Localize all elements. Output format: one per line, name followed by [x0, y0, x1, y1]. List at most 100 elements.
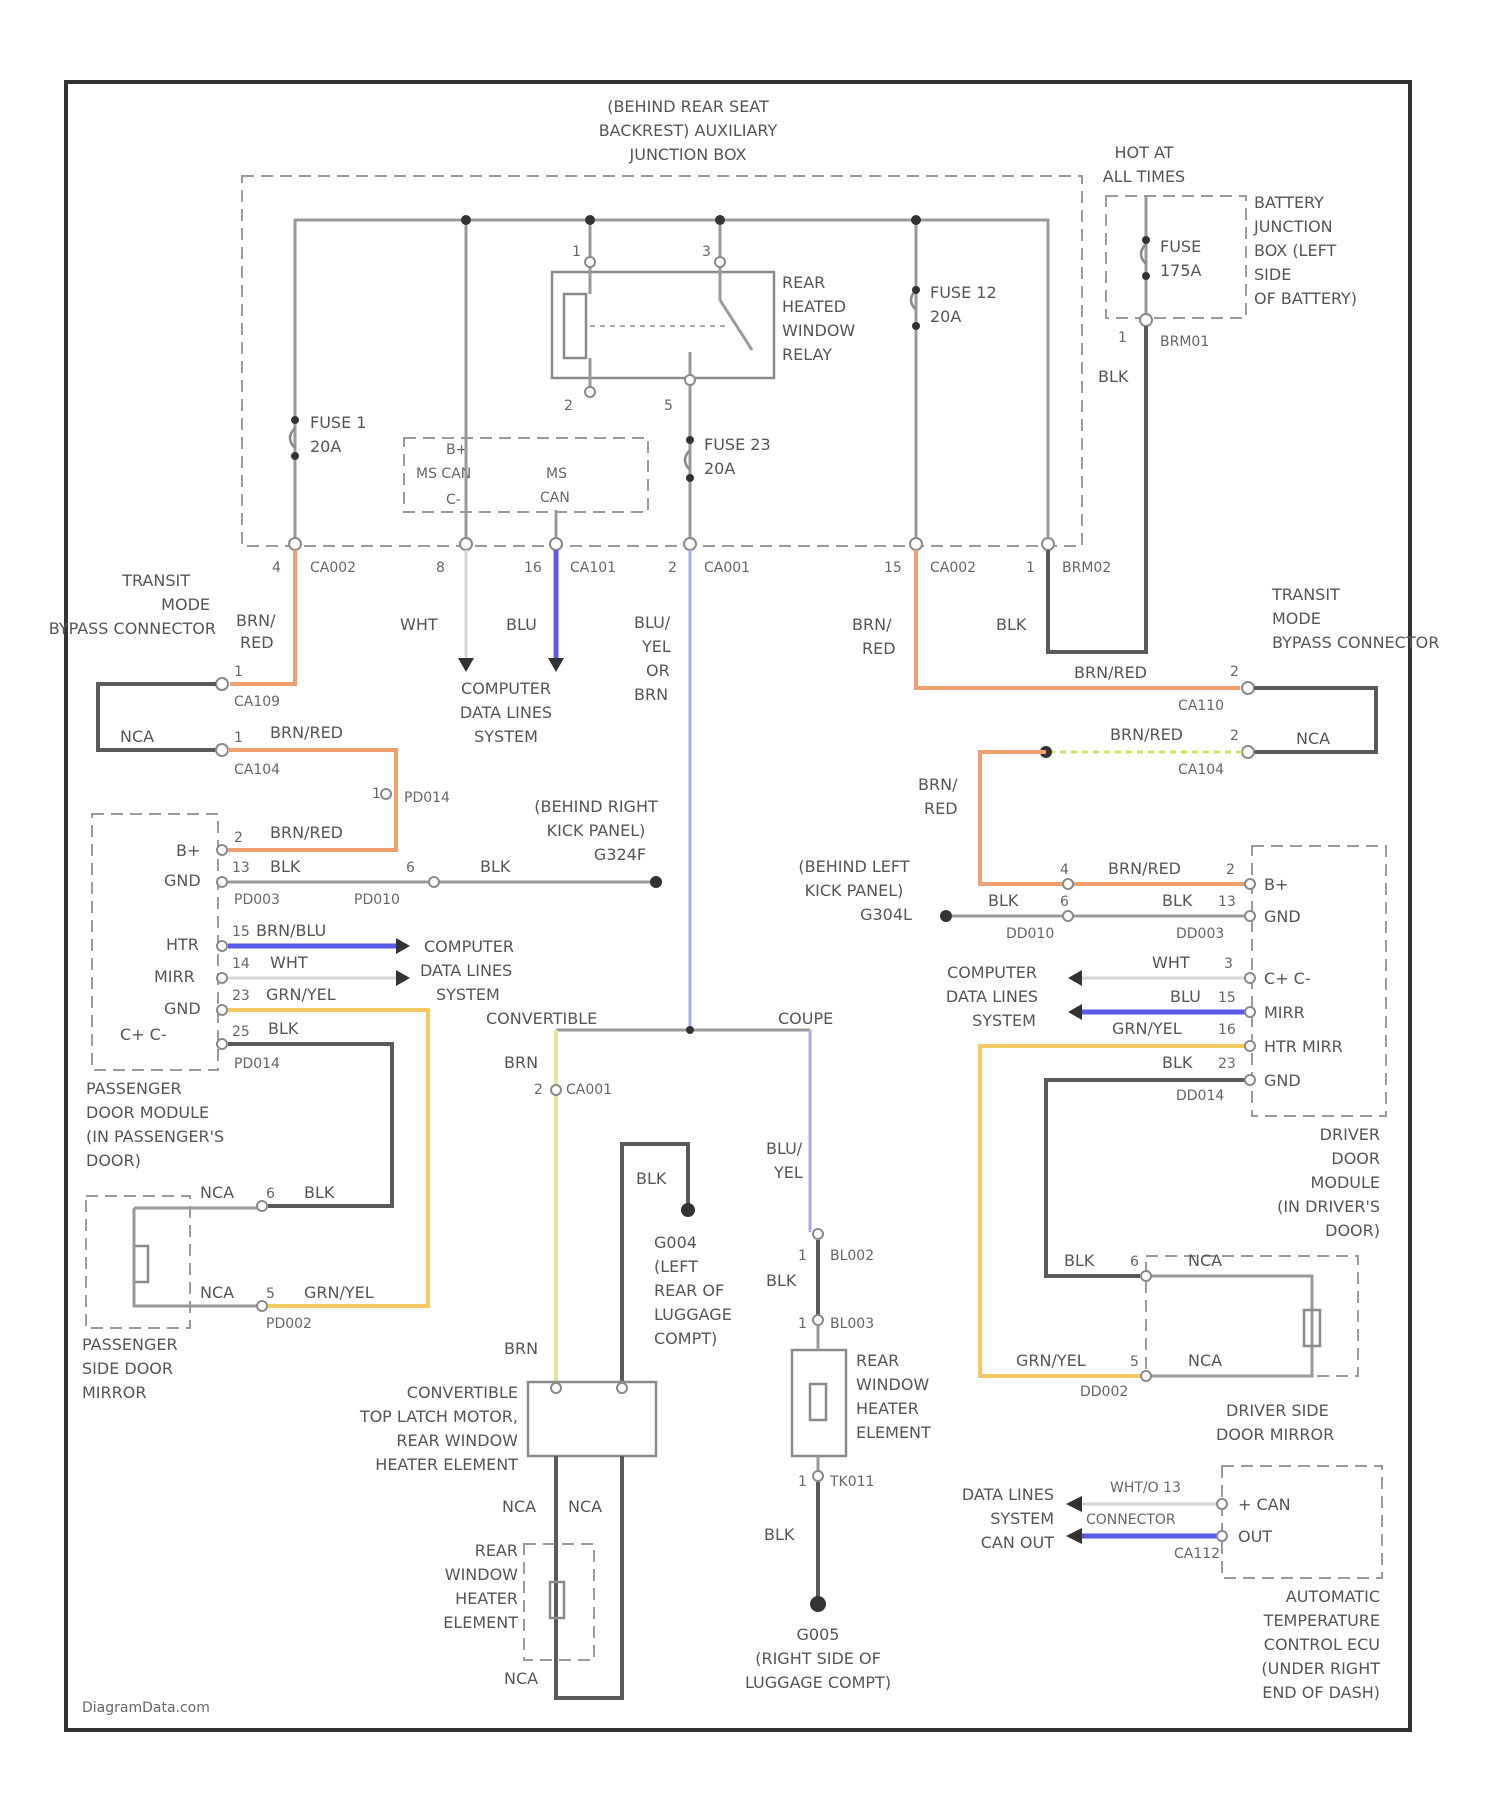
ddm-blu-wire: BLU — [1170, 987, 1201, 1006]
relay-label-3: WINDOW — [782, 321, 855, 340]
pd014-top: PD014 — [404, 790, 450, 806]
ddm-gnd-wire2: BLK — [1162, 891, 1193, 910]
transit-right-nca: NCA — [1296, 729, 1330, 748]
transit-left-wire-b: BRN/RED — [270, 723, 343, 742]
pdm-gnd2-pin: 23 — [232, 988, 250, 1004]
coupe-elem-2: WINDOW — [856, 1375, 929, 1394]
battery-box-label-3: BOX (LEFT — [1254, 241, 1337, 260]
atc-label-2: TEMPERATURE — [1263, 1611, 1380, 1630]
coupe-wire-1: BLU/ — [766, 1139, 803, 1158]
cdl-left-3: SYSTEM — [436, 985, 500, 1004]
transit-right-pin-b: 2 — [1230, 728, 1239, 744]
ddm-gnd-pin-a: 6 — [1060, 894, 1069, 910]
atc-connector: CONNECTOR — [1086, 1512, 1176, 1528]
transit-right-wire-b: BRN/RED — [1110, 725, 1183, 744]
coupe-branch: BLU/ YEL 1 BL002 BLK 1 BL003 REAR WINDOW… — [745, 1030, 931, 1692]
cdl-top-2: DATA LINES — [460, 703, 552, 722]
fuse-12-label: FUSE 12 — [930, 283, 997, 302]
pdm-htr-pin: 15 — [232, 924, 250, 940]
pdm-gnd-pin: 13 — [232, 860, 250, 876]
motor-3: REAR WINDOW — [396, 1431, 518, 1450]
relay-pin-3: 3 — [702, 244, 711, 260]
conn-brm02: BRM02 — [1062, 560, 1111, 576]
pd010-pin: 6 — [406, 860, 415, 876]
atc-ecu: DATA LINES SYSTEM CAN OUT WHT/O 13 CONNE… — [962, 1466, 1382, 1702]
cdl-left-1: COMPUTER — [424, 937, 514, 956]
ddm-cc: C+ C- — [1264, 969, 1311, 988]
ddm-gnd2-pin: 23 — [1218, 1056, 1236, 1072]
ddm-label-4: (IN DRIVER'S — [1277, 1197, 1380, 1216]
fuse-12-rating: 20A — [930, 307, 961, 326]
battery-box-label-2: JUNCTION — [1253, 217, 1333, 236]
passenger-door-module: B+ GND HTR MIRR GND C+ C- 2 BRN/RED 13 B… — [86, 797, 662, 1306]
wire-blk-right: BLK — [996, 615, 1027, 634]
battery-fuse-rating: 175A — [1160, 261, 1202, 280]
junction-box-title-3: JUNCTION BOX — [629, 145, 747, 164]
can-can: CAN — [540, 490, 570, 506]
atc-conn: CA112 — [1174, 1546, 1220, 1562]
lm-nca1: NCA — [200, 1183, 234, 1202]
pdm-htr-wire: BRN/BLU — [256, 921, 326, 940]
pd010-wire: BLK — [480, 857, 511, 876]
cdl-right-1: COMPUTER — [947, 963, 1037, 982]
atc-data-1: DATA LINES — [962, 1485, 1054, 1504]
transit-left-1: TRANSIT — [121, 571, 190, 590]
coupe-pin1: 1 — [798, 1248, 807, 1264]
pdm-mirr-pin: 14 — [232, 956, 250, 972]
branch-convertible: CONVERTIBLE — [486, 1009, 597, 1028]
cdl-left-2: DATA LINES — [420, 961, 512, 980]
conn-pin-4: 4 — [272, 560, 281, 576]
cdl-right-2: DATA LINES — [946, 987, 1038, 1006]
lm-wire1: BLK — [304, 1183, 335, 1202]
conv-conn: CA001 — [566, 1082, 612, 1098]
transit-left-2: MODE — [161, 595, 210, 614]
conv-elem-2: WINDOW — [445, 1565, 518, 1584]
transit-right-3: BYPASS CONNECTOR — [1272, 633, 1439, 652]
pd003-label: PD003 — [234, 892, 280, 908]
g004-2: (LEFT — [654, 1257, 698, 1276]
fuse-23-rating: 20A — [704, 459, 735, 478]
atc-label-5: END OF DASH) — [1262, 1683, 1380, 1702]
pdm-gnd: GND — [164, 871, 201, 890]
conv-blk: BLK — [636, 1169, 667, 1188]
coupe-elem-4: ELEMENT — [856, 1423, 931, 1442]
rm-wire2: GRN/YEL — [1016, 1351, 1086, 1370]
lm-nca2: NCA — [200, 1283, 234, 1302]
ddm-dd003: DD003 — [1176, 926, 1224, 942]
trunk-label-4: BRN — [634, 685, 668, 704]
atc-wire-top: WHT/O 13 — [1110, 1480, 1181, 1496]
conv-wire2: BRN — [504, 1339, 538, 1358]
ddm-gnd2: GND — [1264, 1071, 1301, 1090]
pdm-gnd2: GND — [164, 999, 201, 1018]
ddm-wht-pin: 3 — [1224, 956, 1233, 972]
pdm-bplus: B+ — [176, 841, 200, 860]
lm-label-2: SIDE DOOR — [82, 1359, 173, 1378]
atc-label-3: CONTROL ECU — [1264, 1635, 1380, 1654]
coupe-elem-3: HEATER — [856, 1399, 919, 1418]
rm-nca2: NCA — [1188, 1351, 1222, 1370]
conv-nca-c: NCA — [504, 1669, 538, 1688]
can-ms: MS — [546, 466, 567, 482]
wire-brn-red-left-2: RED — [240, 633, 274, 652]
hot-at-all-times-1: HOT AT — [1115, 143, 1174, 162]
fuse-12: FUSE 12 20A — [911, 283, 997, 330]
ddm-dd014: DD014 — [1176, 1088, 1224, 1104]
junction-box-connectors: 4 CA002 8 16 CA101 2 CA001 15 CA002 1 BR… — [272, 538, 1111, 576]
ddm-mirr: MIRR — [1264, 1003, 1305, 1022]
transit-left-conn-b: CA104 — [234, 762, 280, 778]
ms-can-module: B+ MS CAN C- MS CAN — [404, 438, 648, 540]
ddm-bplus-pin-a: 4 — [1060, 862, 1069, 878]
conn-pin-15: 15 — [884, 560, 902, 576]
transit-right-conn-b: CA104 — [1178, 762, 1224, 778]
g004-3: REAR OF — [654, 1281, 724, 1300]
fuse-1-rating: 20A — [310, 437, 341, 456]
relay-label-4: RELAY — [782, 345, 832, 364]
conv-elem-4: ELEMENT — [443, 1613, 518, 1632]
rm-pin2: 5 — [1130, 1354, 1139, 1370]
g004-1: G004 — [654, 1233, 697, 1252]
conn-ca002-right: CA002 — [930, 560, 976, 576]
junction-box-title-1: (BEHIND REAR SEAT — [607, 97, 769, 116]
transit-left-3: BYPASS CONNECTOR — [49, 619, 216, 638]
branch-coupe: COUPE — [778, 1009, 833, 1028]
